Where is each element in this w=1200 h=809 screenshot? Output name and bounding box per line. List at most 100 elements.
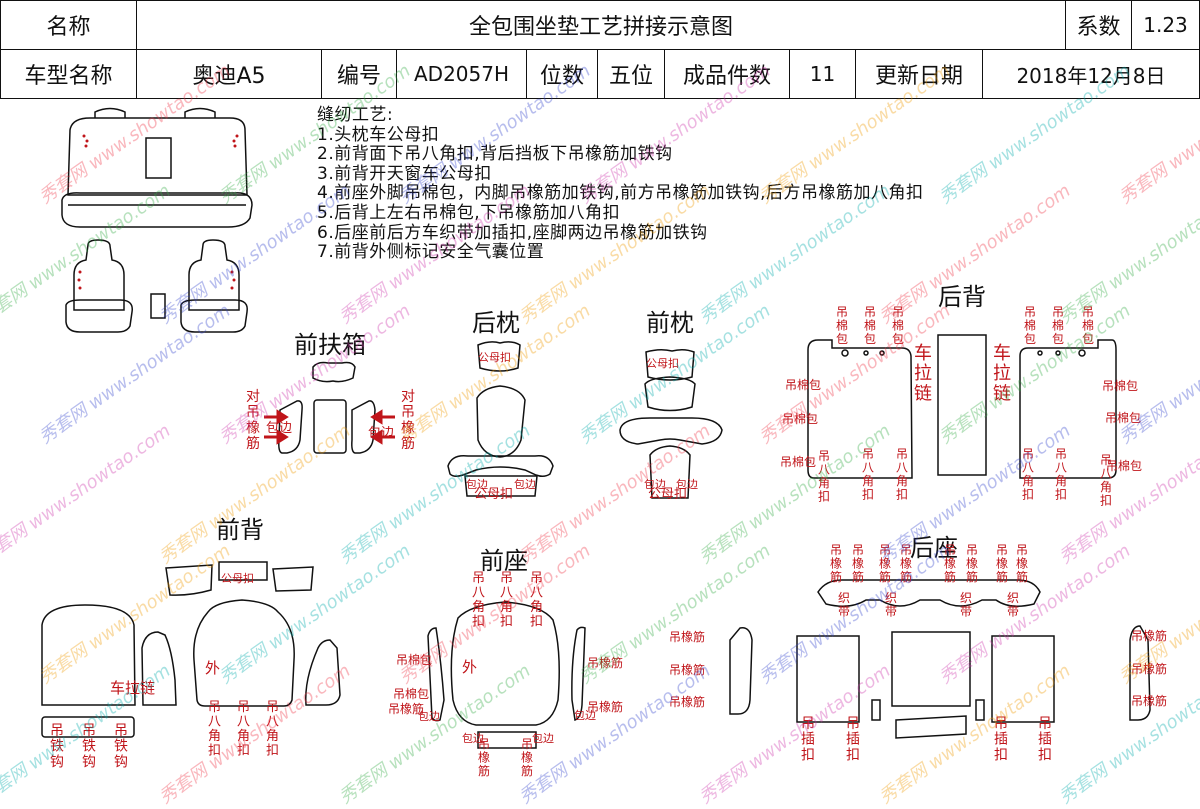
overview-rear-seat xyxy=(61,107,253,228)
annotation-label: 织带 xyxy=(960,591,972,618)
front-seat-pieces xyxy=(427,601,586,749)
annotation-label: 吊橡筋 xyxy=(669,662,705,677)
code-label: 编号 xyxy=(321,49,397,99)
rear-back-pieces xyxy=(807,334,1117,479)
annotation-label: 吊橡筋 xyxy=(478,737,490,778)
armrest-arrows xyxy=(264,409,395,445)
instruction-item: 1.头枕车公母扣 xyxy=(317,124,440,145)
section-rear-seat: 后座 xyxy=(910,534,958,562)
annotation-label: 公母扣 xyxy=(474,487,513,502)
date-label: 更新日期 xyxy=(855,49,983,99)
annotation-label: 吊橡筋 xyxy=(587,655,623,670)
annotation-label: 吊棉包 xyxy=(836,305,848,346)
annotation-label: 织带 xyxy=(838,591,850,618)
annotation-label: 外 xyxy=(205,659,220,677)
annotation-label: 吊橡筋 xyxy=(852,543,864,584)
annotation-label: 吊橡筋 xyxy=(1016,543,1028,584)
airbag-markers xyxy=(77,134,239,290)
annotation-label: 吊橡筋 xyxy=(944,543,956,584)
annotation-label: 包边 xyxy=(462,732,484,745)
annotation-label: 吊橡筋 xyxy=(388,701,424,716)
annotation-label: 吊八角扣 xyxy=(896,447,908,501)
annotation-label: 公母扣 xyxy=(478,350,511,364)
annotation-label: 包边 xyxy=(466,478,488,491)
section-rear-headrest: 后枕 xyxy=(472,309,520,337)
annotation-label: 吊插扣 xyxy=(846,716,860,763)
annotation-label: 吊八角扣 xyxy=(500,571,513,630)
annotation-label: 对吊橡筋 xyxy=(246,389,260,452)
annotation-label: 包边 xyxy=(676,478,698,491)
annotation-label: 吊棉包 xyxy=(892,305,904,346)
annotation-label: 包边 xyxy=(644,478,666,491)
section-rear-back: 后背 xyxy=(938,283,986,311)
section-front-back: 前背 xyxy=(216,516,264,544)
overview-front-seats xyxy=(65,239,248,333)
annotation-label: 公母扣 xyxy=(221,571,254,585)
annotation-label: 吊棉包 xyxy=(1102,379,1138,393)
annotation-label: 包边 xyxy=(266,421,292,436)
rear-seat-pieces xyxy=(729,579,1151,739)
annotation-label: 吊橡筋 xyxy=(1131,661,1167,676)
coef-label: 系数 xyxy=(1065,0,1132,50)
annotation-label: 吊棉包 xyxy=(785,378,821,392)
annotation-label: 吊八角扣 xyxy=(530,571,543,630)
annotation-label: 吊八角扣 xyxy=(862,447,874,501)
annotation-label: 车拉链 xyxy=(110,679,155,697)
annotation-label: 吊橡筋 xyxy=(879,543,891,584)
annotation-label: 吊橡筋 xyxy=(587,699,623,714)
header-table: 名称 全包围坐垫工艺拼接示意图 系数 1.23 车型名称 奥迪A5 编号 AD2… xyxy=(0,0,1200,100)
annotation-label: 吊插扣 xyxy=(994,716,1008,763)
section-front-seat: 前座 xyxy=(480,547,528,575)
annotation-label: 吊八角扣 xyxy=(1100,453,1112,507)
annotation-label: 吊橡筋 xyxy=(521,737,533,778)
seats-label: 位数 xyxy=(526,49,598,99)
instruction-item: 4.前座外脚吊棉包，内脚吊橡筋加铁钩,前方吊橡筋加铁钩,后方吊橡筋加八角扣 xyxy=(317,183,924,204)
annotation-label: 包边 xyxy=(532,732,554,745)
annotation-label: 车拉链 xyxy=(914,343,932,404)
annotation-label: 吊棉包 xyxy=(1105,411,1141,425)
coef-value: 1.23 xyxy=(1131,0,1200,50)
sewing-instructions: 缝纫工艺: 1.头枕车公母扣 2.前背面下吊八角扣,背后挡板下吊橡筋加铁钩 3.… xyxy=(317,105,924,263)
annotation-label: 吊八角扣 xyxy=(1022,447,1034,501)
section-front-headrest: 前枕 xyxy=(646,309,694,337)
annotation-label: 包边 xyxy=(574,709,596,722)
instruction-item: 5.后背上左右吊棉包,下吊橡筋加八角扣 xyxy=(317,202,621,223)
date-value: 2018年12月8日 xyxy=(982,49,1200,99)
annotation-label: 包边 xyxy=(418,710,440,723)
code-value: AD2057H xyxy=(396,49,527,99)
annotation-label: 吊铁钩 xyxy=(50,723,64,770)
annotation-label: 吊铁钩 xyxy=(82,723,96,770)
annotation-label: 吊棉包 xyxy=(1052,305,1064,346)
annotation-label: 吊八角扣 xyxy=(818,449,830,503)
rear-headrest-pieces xyxy=(447,341,554,497)
annotation-label: 吊橡筋 xyxy=(900,543,912,584)
annotation-label: 吊棉包 xyxy=(1106,459,1142,473)
annotation-label: 吊棉包 xyxy=(782,412,818,426)
annotation-label: 吊棉包 xyxy=(1082,305,1094,346)
annotation-label: 吊八角扣 xyxy=(237,700,250,759)
annotation-label: 吊橡筋 xyxy=(830,543,842,584)
instruction-item: 3.前背开天窗车公母扣 xyxy=(317,163,492,184)
seats-value: 五位 xyxy=(597,49,665,99)
annotation-label: 包边 xyxy=(514,478,536,491)
annotation-label: 外 xyxy=(462,658,477,676)
annotation-label: 公母扣 xyxy=(646,356,679,370)
annotation-label: 吊棉包 xyxy=(396,653,432,667)
annotation-label: 吊橡筋 xyxy=(1131,628,1167,643)
instruction-item: 2.前背面下吊八角扣,背后挡板下吊橡筋加铁钩 xyxy=(317,144,673,165)
annotation-label: 吊八角扣 xyxy=(266,700,279,759)
section-front-armrest: 前扶箱 xyxy=(294,331,366,359)
annotation-label: 吊橡筋 xyxy=(669,694,705,709)
annotation-label: 公母扣 xyxy=(648,487,687,502)
annotation-label: 车拉链 xyxy=(993,343,1011,404)
annotation-label: 吊铁钩 xyxy=(114,723,128,770)
annotation-label: 吊棉包 xyxy=(1024,305,1036,346)
model-label: 车型名称 xyxy=(0,49,137,99)
instructions-title: 缝纫工艺: xyxy=(317,105,394,125)
annotation-label: 吊橡筋 xyxy=(1131,693,1167,708)
annotation-label: 吊橡筋 xyxy=(996,543,1008,584)
annotation-label: 吊插扣 xyxy=(1038,716,1052,763)
annotation-label: 吊八角扣 xyxy=(472,571,485,630)
annotation-label: 吊棉包 xyxy=(864,305,876,346)
